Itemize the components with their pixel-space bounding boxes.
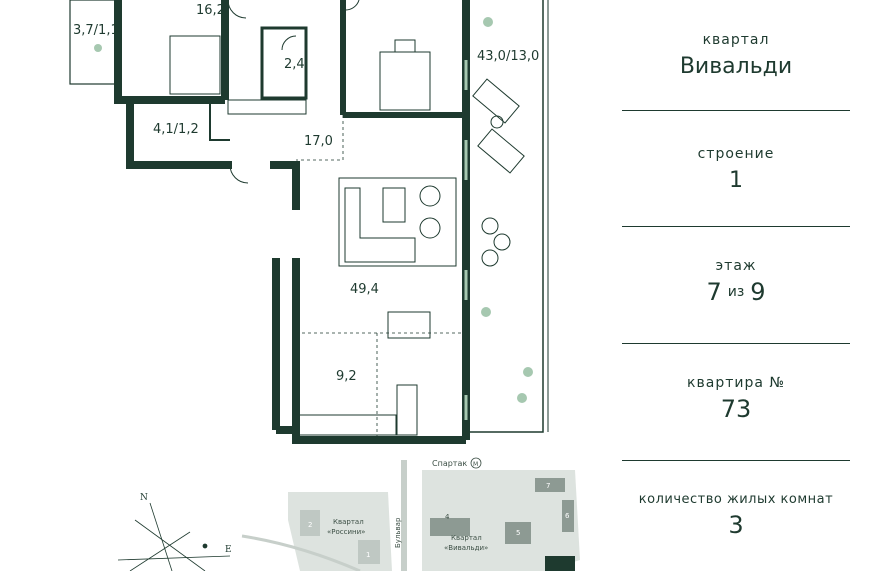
wall-top-right	[340, 0, 465, 118]
bed-1	[169, 35, 221, 95]
rooms-value: 3	[728, 511, 744, 539]
compass-needle-diag1	[134, 519, 206, 571]
rooms-block: количество жилых комнат 3	[622, 492, 850, 539]
kitchen-counter	[295, 414, 397, 436]
map-building-current	[545, 556, 575, 571]
divider	[622, 343, 850, 344]
compass: N E	[117, 493, 232, 571]
plant-2	[481, 307, 491, 317]
map-road-2	[241, 534, 361, 571]
floor-value: 7	[706, 278, 722, 306]
map-num-1: 1	[366, 551, 370, 559]
plant-1	[483, 17, 493, 27]
area-hall: 4,1/1,2	[153, 122, 199, 137]
floor-label: этаж	[715, 258, 757, 274]
map-num-6: 6	[565, 512, 570, 520]
apartment-info-panel: квартал Вивальди строение 1 этаж 7 из 9 кв…	[622, 0, 850, 571]
armchair-1	[419, 185, 441, 207]
door-arc-2	[229, 164, 249, 184]
map-boulevard: Бульвар	[394, 517, 402, 548]
terrace-chair-2	[481, 249, 499, 267]
map-quarter-right-1: Квартал	[451, 534, 482, 542]
plant-3	[523, 367, 533, 377]
quarter-block: квартал Вивальди	[622, 32, 850, 79]
coffee-table	[382, 187, 406, 223]
terrace-edge	[466, 0, 544, 433]
divider	[622, 110, 850, 111]
area-terrace: 43,0/13,0	[477, 49, 539, 64]
floor-of: из	[727, 284, 745, 300]
area-corridor: 17,0	[304, 134, 333, 149]
compass-needle-ew	[117, 555, 231, 561]
map-num-5: 5	[516, 529, 520, 537]
hall-inner	[209, 100, 230, 141]
compass-needle-ns	[149, 502, 173, 571]
lounger-1	[472, 78, 520, 124]
floor-plan: 16,2 3,7/1,1 2,4 4,1/1,2 17,0 43,0/13,0 …	[69, 0, 580, 571]
map-building-5	[505, 522, 531, 544]
terrace-table	[490, 115, 504, 129]
map-building-6	[562, 500, 574, 532]
building-label: строение	[697, 146, 775, 162]
compass-east: E	[225, 545, 232, 555]
dining-table	[387, 311, 431, 339]
building-block: строение 1	[622, 146, 850, 193]
lounger-2	[477, 128, 525, 174]
area-kitchen: 9,2	[336, 369, 357, 384]
divider	[622, 460, 850, 461]
map-block-vivaldi	[422, 470, 580, 571]
plant-5	[94, 44, 102, 52]
area-living: 49,4	[350, 282, 379, 297]
kitchen-island	[396, 384, 418, 436]
quarter-label: квартал	[702, 32, 770, 48]
metro-icon	[470, 457, 482, 469]
door-arc-3	[281, 35, 297, 51]
balcony-outline	[69, 0, 117, 85]
building-value: 1	[729, 168, 743, 193]
apartment-block: квартира № 73	[622, 375, 850, 423]
floor-block: этаж 7 из 9	[622, 258, 850, 306]
living-rug	[338, 177, 457, 267]
map-quarter-left-2: «Россини»	[327, 528, 365, 536]
map-metro-badge: М	[473, 461, 478, 468]
terrace-chair-1	[481, 217, 499, 235]
floor-value-line: 7 из 9	[622, 278, 850, 306]
divider	[622, 226, 850, 227]
wardrobe	[227, 99, 307, 115]
terrace-chair-3	[493, 233, 511, 251]
area-balcony: 3,7/1,1	[73, 23, 119, 38]
apartment-value: 73	[720, 395, 752, 423]
area-bedroom-1: 16,2	[196, 3, 225, 18]
compass-needle-diag2	[129, 531, 191, 571]
armchair-2	[419, 217, 441, 239]
area-bath: 2,4	[284, 57, 305, 72]
compass-dot	[202, 543, 208, 549]
hall-walls	[126, 100, 232, 169]
quarter-value: Вивальди	[679, 54, 793, 79]
map-num-2: 2	[308, 521, 312, 529]
sofa	[344, 187, 416, 263]
map-quarter-right-2: «Вивальди»	[444, 544, 488, 552]
map-metro-label: Спартак	[432, 459, 467, 468]
room-boundary	[296, 115, 465, 440]
map-building-7	[535, 478, 565, 492]
bed-2	[379, 51, 431, 111]
map-building-2	[300, 510, 320, 536]
apartment-label: квартира №	[687, 375, 785, 391]
site-map: Спартак М Бульвар Квартал «Россини» Квар…	[241, 457, 580, 571]
living-left-wall	[270, 161, 466, 444]
plant-4	[517, 393, 527, 403]
bed-2-headboard	[394, 39, 416, 53]
door-arc-4	[344, 0, 360, 11]
rooms-label: количество жилых комнат	[638, 492, 834, 507]
map-building-4	[430, 518, 470, 536]
map-building-1	[358, 540, 380, 564]
bathroom-walls	[260, 26, 308, 100]
compass-north: N	[140, 493, 148, 503]
map-num-4: 4	[445, 513, 450, 521]
map-num-7: 7	[546, 482, 550, 490]
door-arc-1	[227, 0, 247, 19]
floor-total: 9	[750, 278, 766, 306]
map-quarter-left-1: Квартал	[333, 518, 364, 526]
